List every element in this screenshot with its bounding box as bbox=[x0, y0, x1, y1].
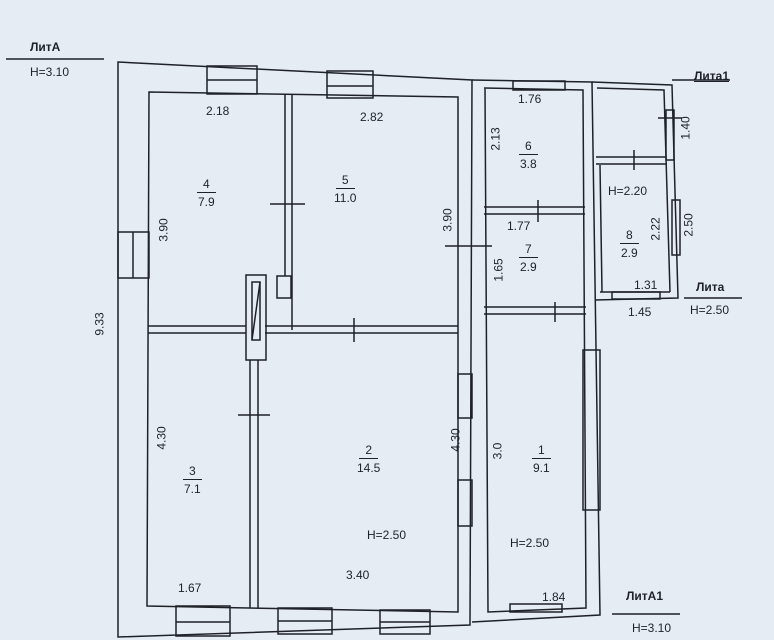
room-3-area: 7.1 bbox=[184, 482, 201, 496]
lit-a1-title: ЛитА1 bbox=[626, 589, 664, 603]
dim-4-30-left: 4.30 bbox=[154, 426, 169, 450]
room-4-number: 4 bbox=[197, 178, 216, 193]
dim-3-40: 3.40 bbox=[346, 568, 370, 582]
room-6-label: 6 3.8 bbox=[519, 140, 538, 170]
room-7-number: 7 bbox=[519, 243, 538, 258]
room-5-label: 5 11.0 bbox=[334, 174, 356, 204]
room-8-height: H=2.20 bbox=[608, 184, 648, 198]
dim-1-67: 1.67 bbox=[178, 581, 202, 595]
inner-wall-main bbox=[146, 91, 459, 613]
dim-2-82: 2.82 bbox=[360, 110, 384, 124]
dim-2-13: 2.13 bbox=[488, 127, 503, 151]
lit-a-title: ЛитА bbox=[30, 40, 61, 54]
dim-3-90-left: 3.90 bbox=[156, 218, 171, 242]
room-6-number: 6 bbox=[519, 140, 538, 155]
room-7-area: 2.9 bbox=[520, 260, 537, 274]
dim-1-65: 1.65 bbox=[491, 258, 506, 282]
room-8-label: 8 2.9 bbox=[620, 229, 639, 259]
room-5-area: 11.0 bbox=[334, 191, 357, 205]
dim-1-31: 1.31 bbox=[634, 278, 658, 292]
lita1-title: Лита1 bbox=[694, 69, 730, 83]
dim-2-18: 2.18 bbox=[206, 104, 230, 118]
room-2-height: H=2.50 bbox=[367, 528, 407, 542]
lit-a1-height: H=3.10 bbox=[632, 621, 672, 635]
lita-height: H=2.50 bbox=[690, 303, 730, 317]
room-2-number: 2 bbox=[359, 444, 379, 459]
room-4-label: 4 7.9 bbox=[197, 178, 216, 208]
room-2-label: 2 14.5 bbox=[357, 444, 380, 474]
room-1-height: H=2.50 bbox=[510, 536, 550, 550]
lit-a-height: H=3.10 bbox=[30, 65, 70, 79]
dim-1-84: 1.84 bbox=[542, 590, 566, 604]
dim-2-22: 2.22 bbox=[648, 217, 663, 241]
room-1-label: 1 9.1 bbox=[532, 444, 551, 474]
dim-1-77: 1.77 bbox=[507, 219, 531, 233]
outer-wall-main bbox=[117, 61, 473, 638]
dim-1-76: 1.76 bbox=[518, 92, 542, 106]
dim-3-0: 3.0 bbox=[490, 442, 505, 460]
room-1-number: 1 bbox=[532, 444, 551, 459]
room-4-area: 7.9 bbox=[198, 195, 215, 209]
lita-title: Лита bbox=[696, 280, 725, 294]
room-5-number: 5 bbox=[335, 174, 355, 189]
stove bbox=[245, 274, 267, 361]
dim-1-45: 1.45 bbox=[628, 305, 652, 319]
room-8-area: 2.9 bbox=[621, 246, 638, 260]
room-2-area: 14.5 bbox=[357, 461, 381, 475]
dim-1-40: 1.40 bbox=[678, 116, 693, 140]
room-3-label: 3 7.1 bbox=[183, 465, 202, 495]
room-3-number: 3 bbox=[183, 465, 202, 480]
room-8-number: 8 bbox=[620, 229, 639, 244]
room-6-area: 3.8 bbox=[520, 157, 537, 171]
dim-9-33: 9.33 bbox=[92, 312, 107, 336]
dim-3-90-right: 3.90 bbox=[440, 208, 455, 232]
room-1-area: 9.1 bbox=[533, 461, 550, 475]
room-7-label: 7 2.9 bbox=[519, 243, 538, 273]
dim-2-50: 2.50 bbox=[681, 213, 696, 237]
dim-4-30-right: 4.30 bbox=[448, 428, 463, 452]
